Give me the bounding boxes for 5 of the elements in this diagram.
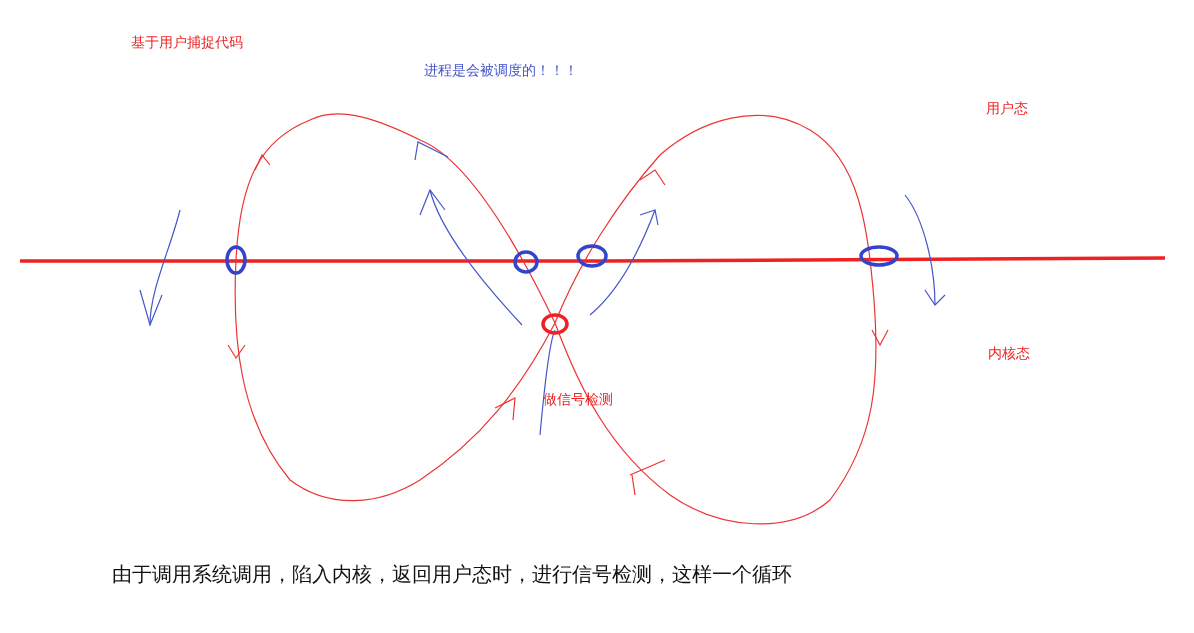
caption: 由于调用系统调用，陷入内核，返回用户态时，进行信号检测，这样一个循环 (112, 562, 792, 586)
region-label: 内核态 (988, 345, 1030, 362)
region-label: 用户态 (986, 100, 1028, 117)
annotation-text: 基于用户捕捉代码 (131, 34, 243, 51)
annotation-text: 进程是会被调度的！！！ (424, 62, 578, 79)
